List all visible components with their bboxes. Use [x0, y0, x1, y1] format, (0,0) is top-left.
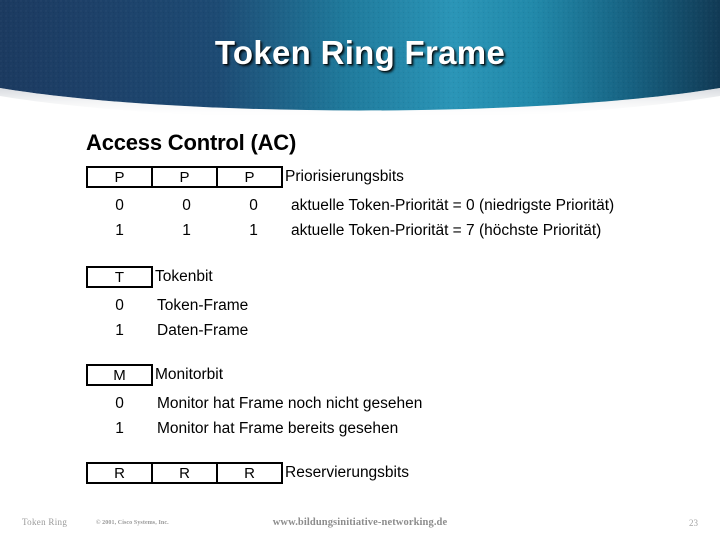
- bit-value-description: aktuelle Token-Priorität = 0 (niedrigste…: [291, 196, 615, 214]
- bit-section-monitor-bit: M Monitorbit 0 Monitor hat Frame noch ni…: [86, 364, 422, 441]
- slide-content: Access Control (AC) P P P Priorisierungs…: [0, 118, 720, 503]
- bit-box: M: [86, 364, 153, 386]
- bit-box-row: M Monitorbit: [86, 364, 422, 388]
- bit-value-row: 1 Daten-Frame: [86, 318, 248, 343]
- bit-value-description: Monitor hat Frame bereits gesehen: [157, 419, 399, 437]
- slide-header-banner: Token Ring Frame: [0, 0, 720, 118]
- bit-box: R: [86, 462, 153, 484]
- bit-value-group: 0 0 0: [86, 197, 287, 215]
- bit-value-description: Daten-Frame: [157, 321, 249, 339]
- bit-value-description: Token-Frame: [157, 296, 249, 314]
- bit-box-label: Priorisierungsbits: [285, 168, 404, 185]
- bit-box-group: R R R: [86, 462, 283, 486]
- bit-section-priority-bits: P P P Priorisierungsbits 0 0 0 aktuelle …: [86, 166, 614, 243]
- footer-topic-label: Token Ring: [22, 517, 68, 527]
- bit-value-group: 1 1 1: [86, 222, 287, 240]
- bit-value: 0: [115, 296, 124, 314]
- bit-value-group: 0: [86, 297, 153, 315]
- bit-box-group: T: [86, 266, 153, 290]
- bit-box-label: Reservierungsbits: [285, 464, 410, 481]
- bit-value-group: 1: [86, 420, 153, 438]
- bit-value: 0: [249, 196, 258, 214]
- bit-value-group: 1: [86, 322, 153, 340]
- bit-box: P: [86, 166, 153, 188]
- footer-url: www.bildungsinitiative-networking.de: [272, 517, 448, 528]
- bit-value: 1: [115, 321, 124, 339]
- bit-box-group: M: [86, 364, 153, 388]
- bit-value-description: aktuelle Token-Priorität = 7 (höchste Pr…: [291, 221, 602, 239]
- bit-value-row: 1 Monitor hat Frame bereits gesehen: [86, 416, 422, 441]
- page-title: Token Ring Frame: [214, 34, 506, 71]
- bit-box: T: [86, 266, 153, 288]
- bit-value: 0: [182, 196, 191, 214]
- bit-box: P: [216, 166, 283, 188]
- bit-section-reservation-bits: R R R Reservierungsbits: [86, 462, 409, 486]
- bit-value-row: 1 1 1 aktuelle Token-Priorität = 7 (höch…: [86, 218, 614, 243]
- bit-box: R: [151, 462, 218, 484]
- bit-value: 0: [115, 394, 124, 412]
- bit-section-token-bit: T Tokenbit 0 Token-Frame 1 Daten-Frame: [86, 266, 248, 343]
- bit-value-row: 0 Token-Frame: [86, 293, 248, 318]
- section-heading: Access Control (AC): [86, 130, 297, 155]
- footer-page-number: 23: [689, 518, 698, 528]
- bit-value: 1: [182, 221, 191, 239]
- bit-value: 1: [115, 419, 124, 437]
- bit-box-row: R R R Reservierungsbits: [86, 462, 409, 486]
- bit-value: 0: [115, 196, 124, 214]
- bit-box: R: [216, 462, 283, 484]
- footer-copyright: © 2001, Cisco Systems, Inc.: [96, 520, 169, 526]
- bit-box-row: P P P Priorisierungsbits: [86, 166, 614, 190]
- bit-box: P: [151, 166, 218, 188]
- slide-footer: Token Ring © 2001, Cisco Systems, Inc. w…: [0, 503, 720, 540]
- bit-value-row: 0 0 0 aktuelle Token-Priorität = 0 (nied…: [86, 193, 614, 218]
- bit-box-label: Monitorbit: [155, 366, 224, 383]
- bit-value: 1: [115, 221, 124, 239]
- bit-box-group: P P P: [86, 166, 283, 190]
- bit-value-group: 0: [86, 395, 153, 413]
- bit-value-row: 0 Monitor hat Frame noch nicht gesehen: [86, 391, 422, 416]
- bit-value: 1: [249, 221, 258, 239]
- bit-box-row: T Tokenbit: [86, 266, 248, 290]
- bit-value-description: Monitor hat Frame noch nicht gesehen: [157, 394, 423, 412]
- header-banner-shape: [0, 0, 720, 118]
- bit-box-label: Tokenbit: [155, 268, 213, 285]
